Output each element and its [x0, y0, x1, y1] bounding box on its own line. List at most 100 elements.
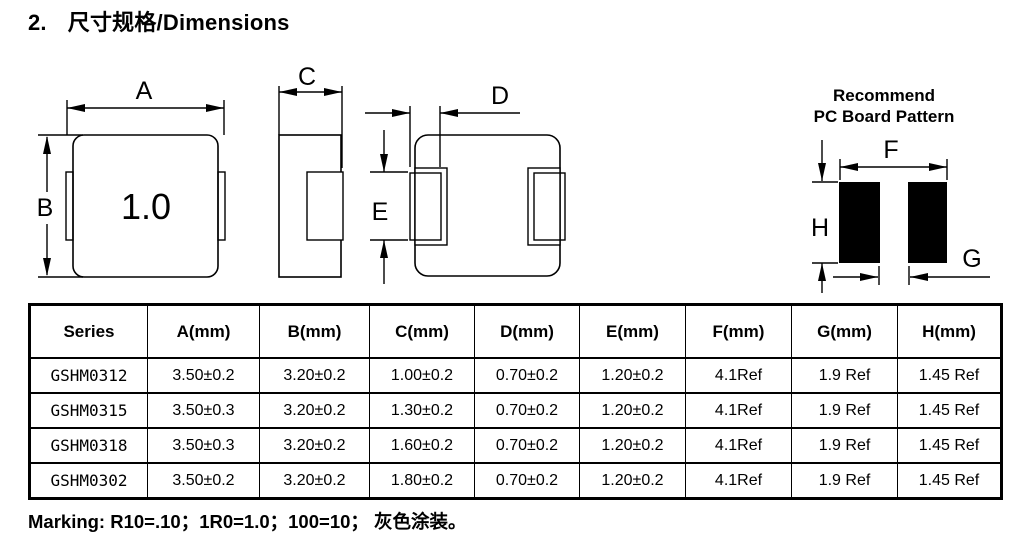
terminal-pad-left-outer	[414, 167, 448, 246]
arrowhead	[380, 154, 388, 172]
dim-cell-h: 1.45 Ref	[897, 462, 1002, 500]
dim-g-lines	[833, 266, 990, 285]
table-row: GSHM0312 3.50±0.2 3.20±0.2 1.00±0.2 0.70…	[29, 357, 1002, 394]
dim-e-lines	[370, 130, 408, 284]
dim-label-h: H	[811, 214, 829, 242]
dimensions-table: Series A(mm) B(mm) C(mm) D(mm) E(mm) F(m…	[28, 303, 1003, 500]
table-row: GSHM0302 3.50±0.2 3.20±0.2 1.80±0.2 0.70…	[29, 462, 1002, 500]
dim-a-lines	[66, 100, 225, 135]
dim-cell-f: 4.1Ref	[685, 357, 792, 394]
dim-cell-c: 1.80±0.2	[369, 462, 475, 500]
dim-cell-e: 1.20±0.2	[579, 462, 686, 500]
side-view-drawing: C	[278, 63, 344, 278]
top-view-drawing: A 1.0 B	[37, 77, 226, 278]
dim-label-f: F	[883, 136, 898, 164]
arrowhead	[67, 104, 85, 112]
dim-h-lines	[812, 140, 838, 293]
col-header-f: F(mm)	[685, 303, 792, 359]
col-header-a: A(mm)	[147, 303, 260, 359]
arrowhead	[43, 258, 51, 276]
table-header-row: Series A(mm) B(mm) C(mm) D(mm) E(mm) F(m…	[29, 303, 1002, 359]
dim-cell-h: 1.45 Ref	[897, 392, 1002, 429]
dim-cell-d: 0.70±0.2	[474, 462, 580, 500]
dim-cell-a: 3.50±0.2	[147, 462, 260, 500]
terminal-pad-left-inner	[409, 172, 442, 241]
dim-label-b: B	[37, 194, 54, 222]
terminal-tab-right	[217, 171, 226, 241]
dimension-drawings: A 1.0 B C	[37, 63, 990, 293]
dim-cell-b: 3.20±0.2	[259, 392, 370, 429]
arrowhead	[392, 109, 410, 117]
arrowhead	[380, 240, 388, 258]
table-row: GSHM0318 3.50±0.3 3.20±0.2 1.60±0.2 0.70…	[29, 427, 1002, 464]
dim-label-c: C	[298, 63, 316, 91]
arrowhead	[840, 163, 858, 171]
dim-cell-c: 1.30±0.2	[369, 392, 475, 429]
pcb-pattern-drawing: Recommend PC Board Pattern F H G	[811, 86, 990, 293]
col-header-c: C(mm)	[369, 303, 475, 359]
page-title: 2. 尺寸规格/Dimensions	[28, 5, 290, 37]
series-cell: GSHM0315	[29, 392, 148, 429]
dim-cell-b: 3.20±0.2	[259, 462, 370, 500]
dim-cell-g: 1.9 Ref	[791, 392, 898, 429]
arrowhead	[324, 88, 342, 96]
arrowhead	[910, 273, 928, 281]
arrowhead	[929, 163, 947, 171]
bottom-view-drawing: D E	[365, 82, 566, 284]
series-cell: GSHM0318	[29, 427, 148, 464]
dim-cell-h: 1.45 Ref	[897, 357, 1002, 394]
dim-cell-b: 3.20±0.2	[259, 427, 370, 464]
dim-cell-b: 3.20±0.2	[259, 357, 370, 394]
terminal-tab-left	[65, 171, 74, 241]
pcb-heading-line2: PC Board Pattern	[814, 107, 955, 126]
dim-label-a: A	[136, 77, 153, 105]
dim-cell-e: 1.20±0.2	[579, 427, 686, 464]
arrowhead	[440, 109, 458, 117]
col-header-series: Series	[29, 303, 148, 359]
dim-cell-d: 0.70±0.2	[474, 427, 580, 464]
arrowhead	[279, 88, 297, 96]
dim-cell-h: 1.45 Ref	[897, 427, 1002, 464]
col-header-g: G(mm)	[791, 303, 898, 359]
col-header-b: B(mm)	[259, 303, 370, 359]
arrowhead	[818, 263, 826, 281]
col-header-e: E(mm)	[579, 303, 686, 359]
series-cell: GSHM0312	[29, 357, 148, 394]
dim-cell-a: 3.50±0.3	[147, 392, 260, 429]
pcb-pad-right	[908, 182, 947, 263]
part-marking: 1.0	[121, 186, 171, 227]
terminal-pad-right-outer	[527, 167, 561, 246]
dim-cell-e: 1.20±0.2	[579, 357, 686, 394]
dim-cell-f: 4.1Ref	[685, 427, 792, 464]
dim-cell-e: 1.20±0.2	[579, 392, 686, 429]
dim-cell-d: 0.70±0.2	[474, 392, 580, 429]
col-header-h: H(mm)	[897, 303, 1002, 359]
arrowhead	[818, 163, 826, 181]
terminal-pad-right-inner	[533, 172, 566, 241]
arrowhead	[206, 104, 224, 112]
dim-cell-c: 1.00±0.2	[369, 357, 475, 394]
dim-cell-g: 1.9 Ref	[791, 462, 898, 500]
dim-cell-g: 1.9 Ref	[791, 427, 898, 464]
dim-c-lines	[278, 86, 343, 168]
section-title: 尺寸规格/Dimensions	[67, 10, 290, 35]
dim-label-g: G	[962, 245, 981, 273]
dim-cell-g: 1.9 Ref	[791, 357, 898, 394]
dim-cell-f: 4.1Ref	[685, 462, 792, 500]
dim-cell-a: 3.50±0.2	[147, 357, 260, 394]
dim-label-e: E	[372, 198, 389, 226]
col-header-d: D(mm)	[474, 303, 580, 359]
dim-cell-f: 4.1Ref	[685, 392, 792, 429]
dim-cell-d: 0.70±0.2	[474, 357, 580, 394]
dim-f-lines	[839, 159, 948, 180]
arrowhead	[43, 136, 51, 154]
section-number: 2.	[28, 10, 47, 35]
pcb-heading-line1: Recommend	[833, 86, 935, 105]
marking-note: Marking: R10=.10；1R0=1.0；100=10； 灰色涂装。	[28, 511, 467, 532]
series-cell: GSHM0302	[29, 462, 148, 500]
dim-cell-a: 3.50±0.3	[147, 427, 260, 464]
dim-d-lines	[365, 106, 520, 167]
dim-cell-c: 1.60±0.2	[369, 427, 475, 464]
pcb-pad-left	[839, 182, 880, 263]
